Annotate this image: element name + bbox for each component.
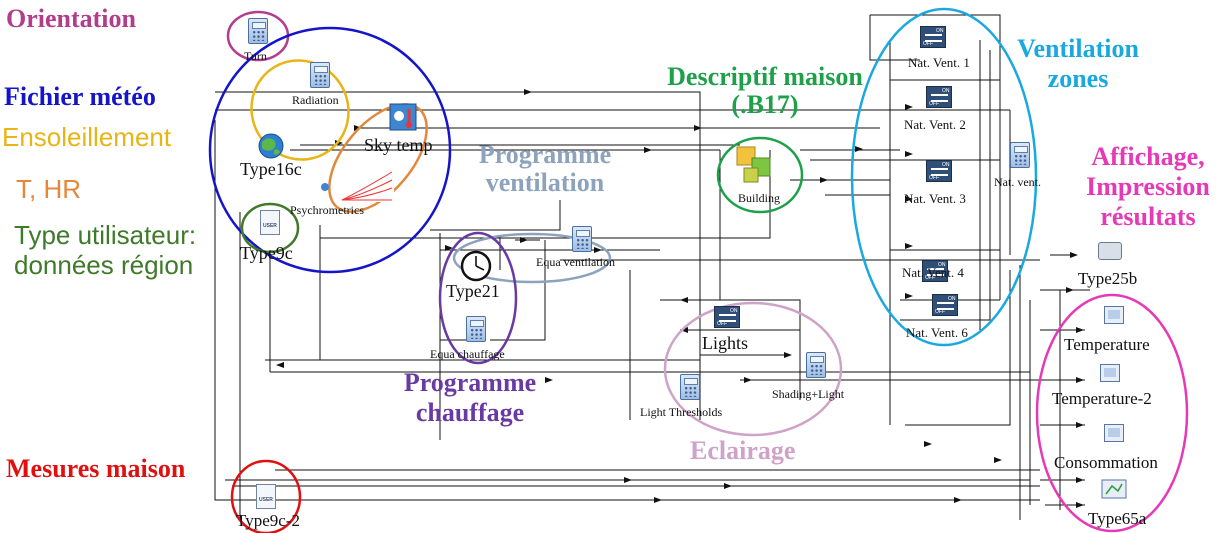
node-label-type65a: Type65a — [1088, 509, 1147, 528]
group-label-prog-vent: Programme ventilation — [456, 142, 634, 196]
turn-calculator-icon[interactable] — [248, 18, 268, 44]
group-label-meteo: Fichier météo — [4, 82, 156, 111]
group-label-prog-vent-line2: ventilation — [485, 168, 605, 197]
node-label-radiation: Radiation — [292, 93, 339, 107]
type9c-user-icon[interactable]: USER — [260, 210, 280, 235]
group-label-thr: T, HR — [16, 174, 81, 204]
equa-chauffage-calculator-icon[interactable] — [466, 316, 486, 342]
node-label-equa-ventilation: Equa ventilation — [536, 255, 615, 269]
type25b-printer-icon[interactable] — [1098, 242, 1122, 260]
temperature-monitor-icon[interactable] — [1104, 306, 1124, 324]
sky-temp-icon — [389, 103, 417, 131]
group-label-descriptif-line2: (.B17) — [731, 90, 799, 119]
type9c-2-user-icon[interactable]: USER — [256, 484, 276, 509]
node-label-light-thresholds: Light Thresholds — [640, 405, 723, 419]
group-label-vent-zones-line2: zones — [1047, 64, 1109, 93]
node-label-nat-vent-1: Nat. Vent. 1 — [908, 55, 970, 70]
node-label-nat-vent-6: Nat. Vent. 6 — [906, 325, 968, 340]
group-label-utilisateur: Type utilisateur: données région — [14, 222, 196, 278]
node-label-type9c: Type9c — [240, 243, 293, 263]
group-label-prog-chauff-line1: Programme — [403, 368, 537, 397]
nat-vent-calculator-icon[interactable] — [1010, 142, 1030, 168]
group-label-affichage: Affichage, Impression résultats — [1068, 144, 1228, 230]
group-label-descriptif-line1: Descriptif maison — [667, 62, 863, 91]
radiation-calculator-icon[interactable] — [310, 62, 330, 88]
type21-clock-icon — [460, 250, 492, 282]
group-label-prog-chauff: Programme chauffage — [384, 370, 556, 426]
group-label-affichage-line2: Impression — [1086, 172, 1210, 201]
node-label-equa-chauffage: Equa chauffage — [430, 347, 505, 361]
node-label-turn: Turn — [244, 49, 267, 63]
group-label-ensoleillement: Ensoleillement — [2, 122, 172, 152]
group-label-orientation: Orientation — [6, 4, 136, 33]
node-label-type9c-2: Type9c-2 — [236, 511, 300, 530]
group-label-prog-chauff-line2: chauffage — [415, 398, 525, 427]
group-label-utilisateur-line1: Type utilisateur: — [14, 220, 197, 250]
group-label-vent-zones-line1: Ventilation — [1017, 34, 1139, 63]
node-label-consommation: Consommation — [1054, 453, 1158, 472]
group-label-mesures: Mesures maison — [6, 454, 186, 483]
node-label-shading-light: Shading+Light — [772, 387, 845, 401]
node-label-nat-vent-2: Nat. Vent. 2 — [904, 117, 966, 132]
type16c-globe-icon — [258, 133, 284, 159]
node-label-temperature-2: Temperature-2 — [1052, 389, 1152, 408]
node-label-nat-vent-3: Nat. Vent. 3 — [904, 191, 966, 206]
group-label-eclairage: Eclairage — [690, 436, 796, 465]
node-label-sky-temp: Sky temp — [364, 135, 433, 155]
consommation-monitor-icon[interactable] — [1104, 424, 1124, 442]
shading-light-calculator-icon[interactable] — [806, 352, 826, 378]
node-label-building: Building — [738, 191, 781, 205]
node-label-type21: Type21 — [446, 281, 500, 301]
group-label-prog-vent-line1: Programme — [478, 140, 612, 169]
temperature-2-monitor-icon[interactable] — [1100, 364, 1120, 382]
building-icon — [736, 146, 771, 183]
equa-ventilation-calculator-icon[interactable] — [572, 226, 592, 252]
group-label-utilisateur-line2: données région — [14, 250, 194, 280]
group-label-affichage-line1: Affichage, — [1091, 142, 1205, 171]
group-label-affichage-line3: résultats — [1100, 202, 1196, 231]
light-thresholds-calculator-icon[interactable] — [680, 374, 700, 400]
psychrometrics-icon — [321, 170, 394, 202]
group-label-descriptif: Descriptif maison (.B17) — [624, 64, 906, 118]
node-label-lights: Lights — [702, 333, 749, 353]
node-label-nat-vent: Nat. vent. — [994, 175, 1041, 189]
group-label-vent-zones: Ventilation zones — [1006, 36, 1150, 92]
node-label-psychrometrics: Psychrometrics — [290, 203, 364, 217]
type65a-plotter-icon — [1101, 479, 1127, 499]
node-label-nat-vent-4: Nat. Vent. 4 — [902, 265, 964, 280]
node-label-temperature: Temperature — [1064, 335, 1150, 354]
node-label-type16c: Type16c — [240, 159, 302, 179]
node-label-type25b: Type25b — [1078, 269, 1138, 288]
